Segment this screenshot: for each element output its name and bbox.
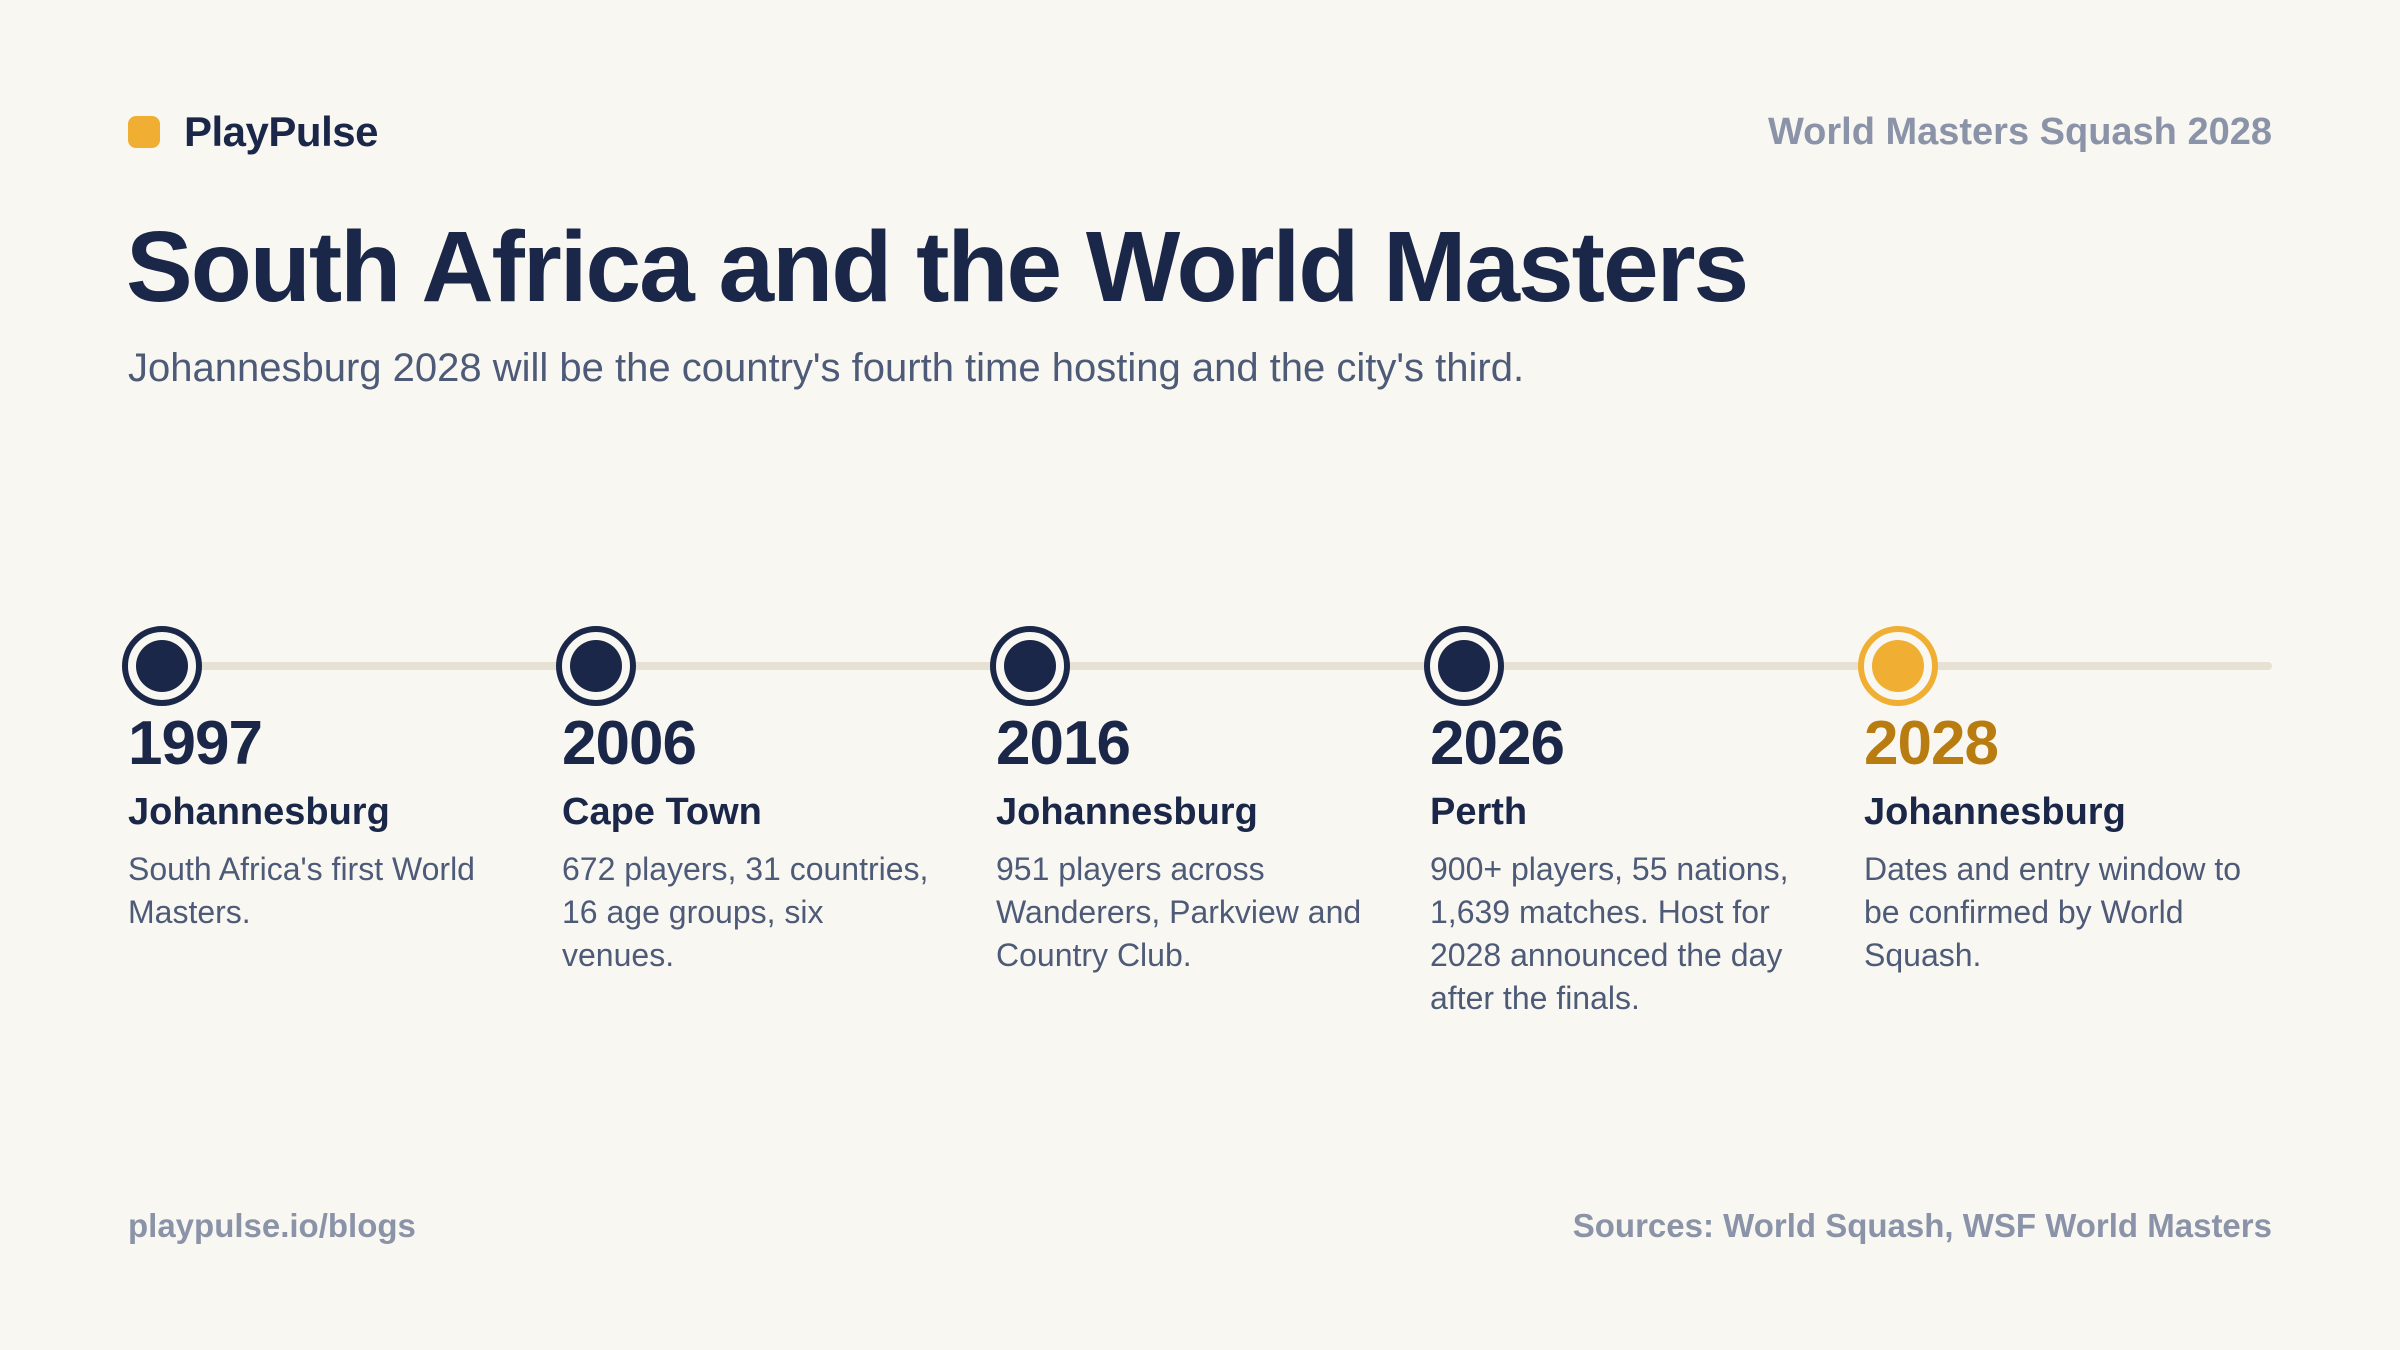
timeline-marker [1424, 626, 1504, 706]
timeline-city: Perth [1430, 791, 1528, 833]
timeline-description: 951 players across Wanderers, Parkview a… [996, 851, 1362, 973]
timeline-city: Johannesburg [128, 791, 390, 833]
timeline-city: Johannesburg [996, 791, 1258, 833]
footer-sources: Sources: World Squash, WSF World Masters [1572, 1207, 2272, 1244]
timeline-marker [122, 626, 202, 706]
page-subtitle: Johannesburg 2028 will be the country's … [128, 346, 1525, 390]
event-tag: World Masters Squash 2028 [1767, 111, 2272, 153]
brand: PlayPulse [128, 108, 378, 156]
timeline-city: Johannesburg [1864, 791, 2126, 833]
timeline-track [160, 662, 2272, 670]
timeline-description: Dates and entry window to be confirmed b… [1864, 851, 2242, 973]
brand-name: PlayPulse [184, 108, 378, 155]
timeline-description: 672 players, 31 countries, 16 age groups… [562, 851, 929, 973]
timeline-year: 2006 [562, 709, 697, 778]
timeline-year: 2016 [996, 709, 1131, 778]
brand-logo-mark [128, 116, 160, 148]
timeline-year: 1997 [128, 709, 263, 778]
timeline-marker-highlight [1858, 626, 1938, 706]
timeline-year: 2028 [1864, 709, 1999, 778]
timeline-city: Cape Town [562, 791, 762, 833]
timeline-marker [556, 626, 636, 706]
timeline-description: South Africa's first World Masters. [128, 851, 475, 930]
footer-url[interactable]: playpulse.io/blogs [128, 1207, 416, 1244]
timeline-description: 900+ players, 55 nations, 1,639 matches.… [1430, 851, 1789, 1016]
timeline-year: 2026 [1430, 709, 1565, 778]
page-title: South Africa and the World Masters [126, 211, 1749, 323]
timeline-marker [990, 626, 1070, 706]
